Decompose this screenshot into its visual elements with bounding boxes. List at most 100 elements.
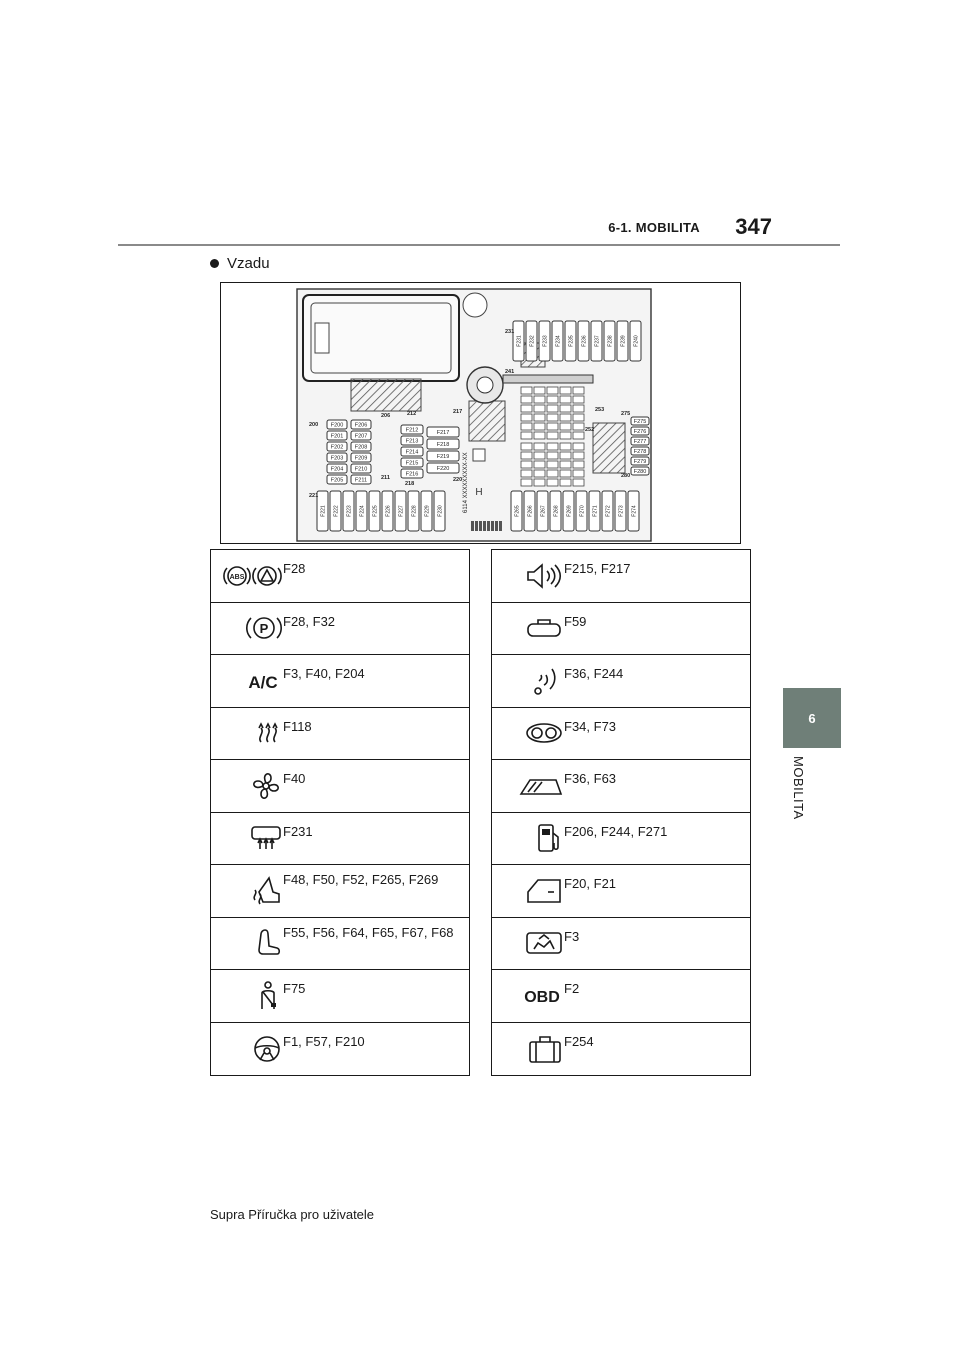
fuse-label: F216 <box>406 472 419 478</box>
fuse-slot <box>520 469 533 478</box>
fan-icon <box>211 760 283 812</box>
fuse-list: F2 <box>564 981 580 996</box>
right-row-2: F59 <box>492 603 750 655</box>
luggage-icon <box>492 1023 564 1076</box>
fuse-slot <box>630 416 650 426</box>
svg-text:A/C: A/C <box>248 673 277 692</box>
fuse-slot <box>572 478 585 487</box>
fuse-slot <box>520 422 533 431</box>
right-row-5: F36, F63 <box>492 760 750 813</box>
fuse-label: F233 <box>543 335 549 347</box>
fuse-label: F234 <box>556 335 562 347</box>
fuse-label: F272 <box>606 505 612 517</box>
fuse-slot <box>426 426 460 438</box>
fuse-slot <box>533 478 546 487</box>
seatbelt-icon <box>211 970 283 1022</box>
page-number: 347 <box>735 214 772 239</box>
fuse-slot <box>559 460 572 469</box>
fuse-label: F219 <box>437 454 450 460</box>
fuse-label: F204 <box>331 467 344 473</box>
fuse-slot <box>575 490 588 532</box>
area-label: 221 <box>309 493 318 499</box>
fuse-slot <box>538 320 551 362</box>
fuse-slot <box>572 431 585 440</box>
fuse-slot <box>407 490 420 532</box>
page-header: 6-1. MOBILITA 347 <box>118 200 840 246</box>
fuse-slot <box>630 426 650 436</box>
fuse-slot <box>562 490 575 532</box>
fuse-slot <box>350 474 372 485</box>
fuse-slot <box>559 386 572 395</box>
left-row-5: F40 <box>211 760 469 813</box>
fuse-list: F206, F244, F271 <box>564 823 668 839</box>
right-row-8: F3 <box>492 918 750 970</box>
fuse-slot <box>588 490 601 532</box>
fuse-label: F278 <box>634 449 647 455</box>
fuse-label: F206 <box>355 423 368 429</box>
fuse-slot <box>520 478 533 487</box>
chapter-label: MOBILITA <box>791 756 806 820</box>
fuse-slot <box>559 395 572 404</box>
fuse-slot <box>564 320 577 362</box>
area-label: 206 <box>381 413 390 419</box>
fuse-slot <box>533 404 546 413</box>
fuse-list: F75 <box>283 981 306 996</box>
fuse-slot <box>559 413 572 422</box>
fuse-label: F269 <box>567 505 573 517</box>
fuse-slot <box>572 451 585 460</box>
fuse-label: F221 <box>321 505 327 517</box>
fuse-label: F271 <box>593 505 599 517</box>
fuse-label: F207 <box>355 434 368 440</box>
fuse-label: F277 <box>634 439 647 445</box>
fuse-label: F274 <box>632 505 638 517</box>
left-row-8: F55, F56, F64, F65, F67, F68 <box>211 918 469 970</box>
fuse-label: F280 <box>634 469 647 475</box>
fuse-slot <box>520 395 533 404</box>
area-label: 241 <box>505 369 514 375</box>
fuse-slot <box>350 452 372 463</box>
right-row-4: F34, F73 <box>492 708 750 760</box>
fuse-slot <box>546 395 559 404</box>
fuse-slot <box>329 490 342 532</box>
fuse-label: F266 <box>528 505 534 517</box>
fuse-slot <box>559 404 572 413</box>
fuse-slot <box>426 438 460 450</box>
fuse-slot <box>420 490 433 532</box>
fuse-slot <box>520 431 533 440</box>
fuse-slot <box>533 460 546 469</box>
left-row-10: F1, F57, F210 <box>211 1023 469 1076</box>
fuse-slot <box>630 446 650 456</box>
roof-icon <box>492 760 564 812</box>
fuse-slot <box>551 320 564 362</box>
fuse-slot <box>590 320 603 362</box>
fuse-slot <box>559 442 572 451</box>
fuse-slot <box>572 395 585 404</box>
fuse-slot <box>546 469 559 478</box>
fuse-slot <box>559 422 572 431</box>
fuse-label: F201 <box>331 434 344 440</box>
area-label: 220 <box>453 477 462 483</box>
connector-pin <box>483 521 486 531</box>
fuse-slot <box>520 442 533 451</box>
door-icon <box>492 865 564 917</box>
fuse-label: F268 <box>554 505 560 517</box>
fuse-slot <box>629 320 642 362</box>
heater-icon <box>211 708 283 760</box>
fuse-slot <box>546 413 559 422</box>
area-label: 253 <box>595 407 604 413</box>
fuse-slot <box>559 478 572 487</box>
fuse-slot <box>614 490 627 532</box>
fuse-list: F231 <box>283 823 313 839</box>
fuse-slot <box>426 450 460 462</box>
instrument-cluster-icon <box>492 708 564 760</box>
fuse-slot <box>577 320 590 362</box>
fuse-label: F214 <box>406 450 419 456</box>
fuse-slot <box>350 430 372 441</box>
subheading-text: Vzadu <box>227 255 270 272</box>
left-row-7: F48, F50, F52, F265, F269 <box>211 865 469 918</box>
steering-wheel-icon <box>211 1023 283 1076</box>
fuse-slot <box>546 442 559 451</box>
